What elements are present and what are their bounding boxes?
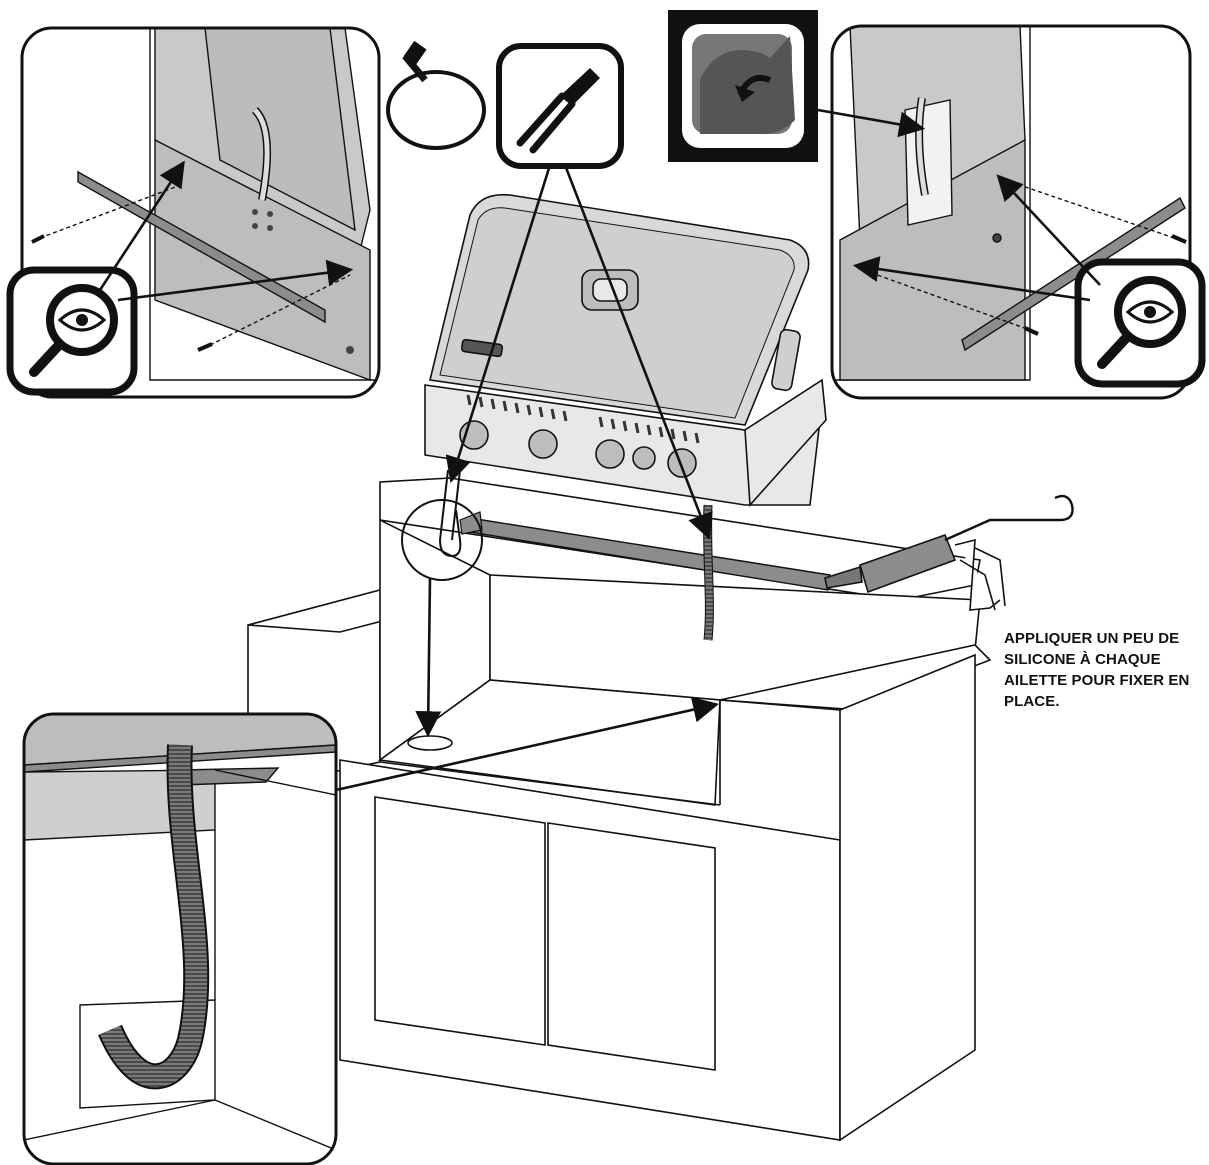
inset-hose-detail	[22, 712, 338, 1165]
instruction-line-4: PLACE.	[1004, 693, 1060, 710]
pliers-icon	[496, 43, 624, 169]
grill-head	[424, 193, 827, 507]
silicone-instruction: APPLIQUER UN PEU DE SILICONE À CHAQUE AI…	[1004, 628, 1204, 712]
peel-adhesive-icon	[668, 10, 818, 162]
instruction-line-1: APPLIQUER UN PEU DE	[1004, 630, 1180, 647]
magnifier-eye-icon-right	[1074, 258, 1206, 388]
magnifier-eye-icon-left	[6, 266, 138, 396]
caulking-gun-icon	[824, 494, 1074, 611]
bbq-island	[247, 477, 992, 1142]
instruction-line-3: AILETTE POUR FIXER EN	[1004, 672, 1190, 689]
cable-tie-icon	[386, 40, 486, 150]
callout-arrows	[98, 108, 1101, 792]
ignition-wire	[703, 504, 714, 641]
instruction-line-2: SILICONE À CHAQUE	[1004, 651, 1161, 668]
detail-callout-circle	[401, 499, 483, 581]
